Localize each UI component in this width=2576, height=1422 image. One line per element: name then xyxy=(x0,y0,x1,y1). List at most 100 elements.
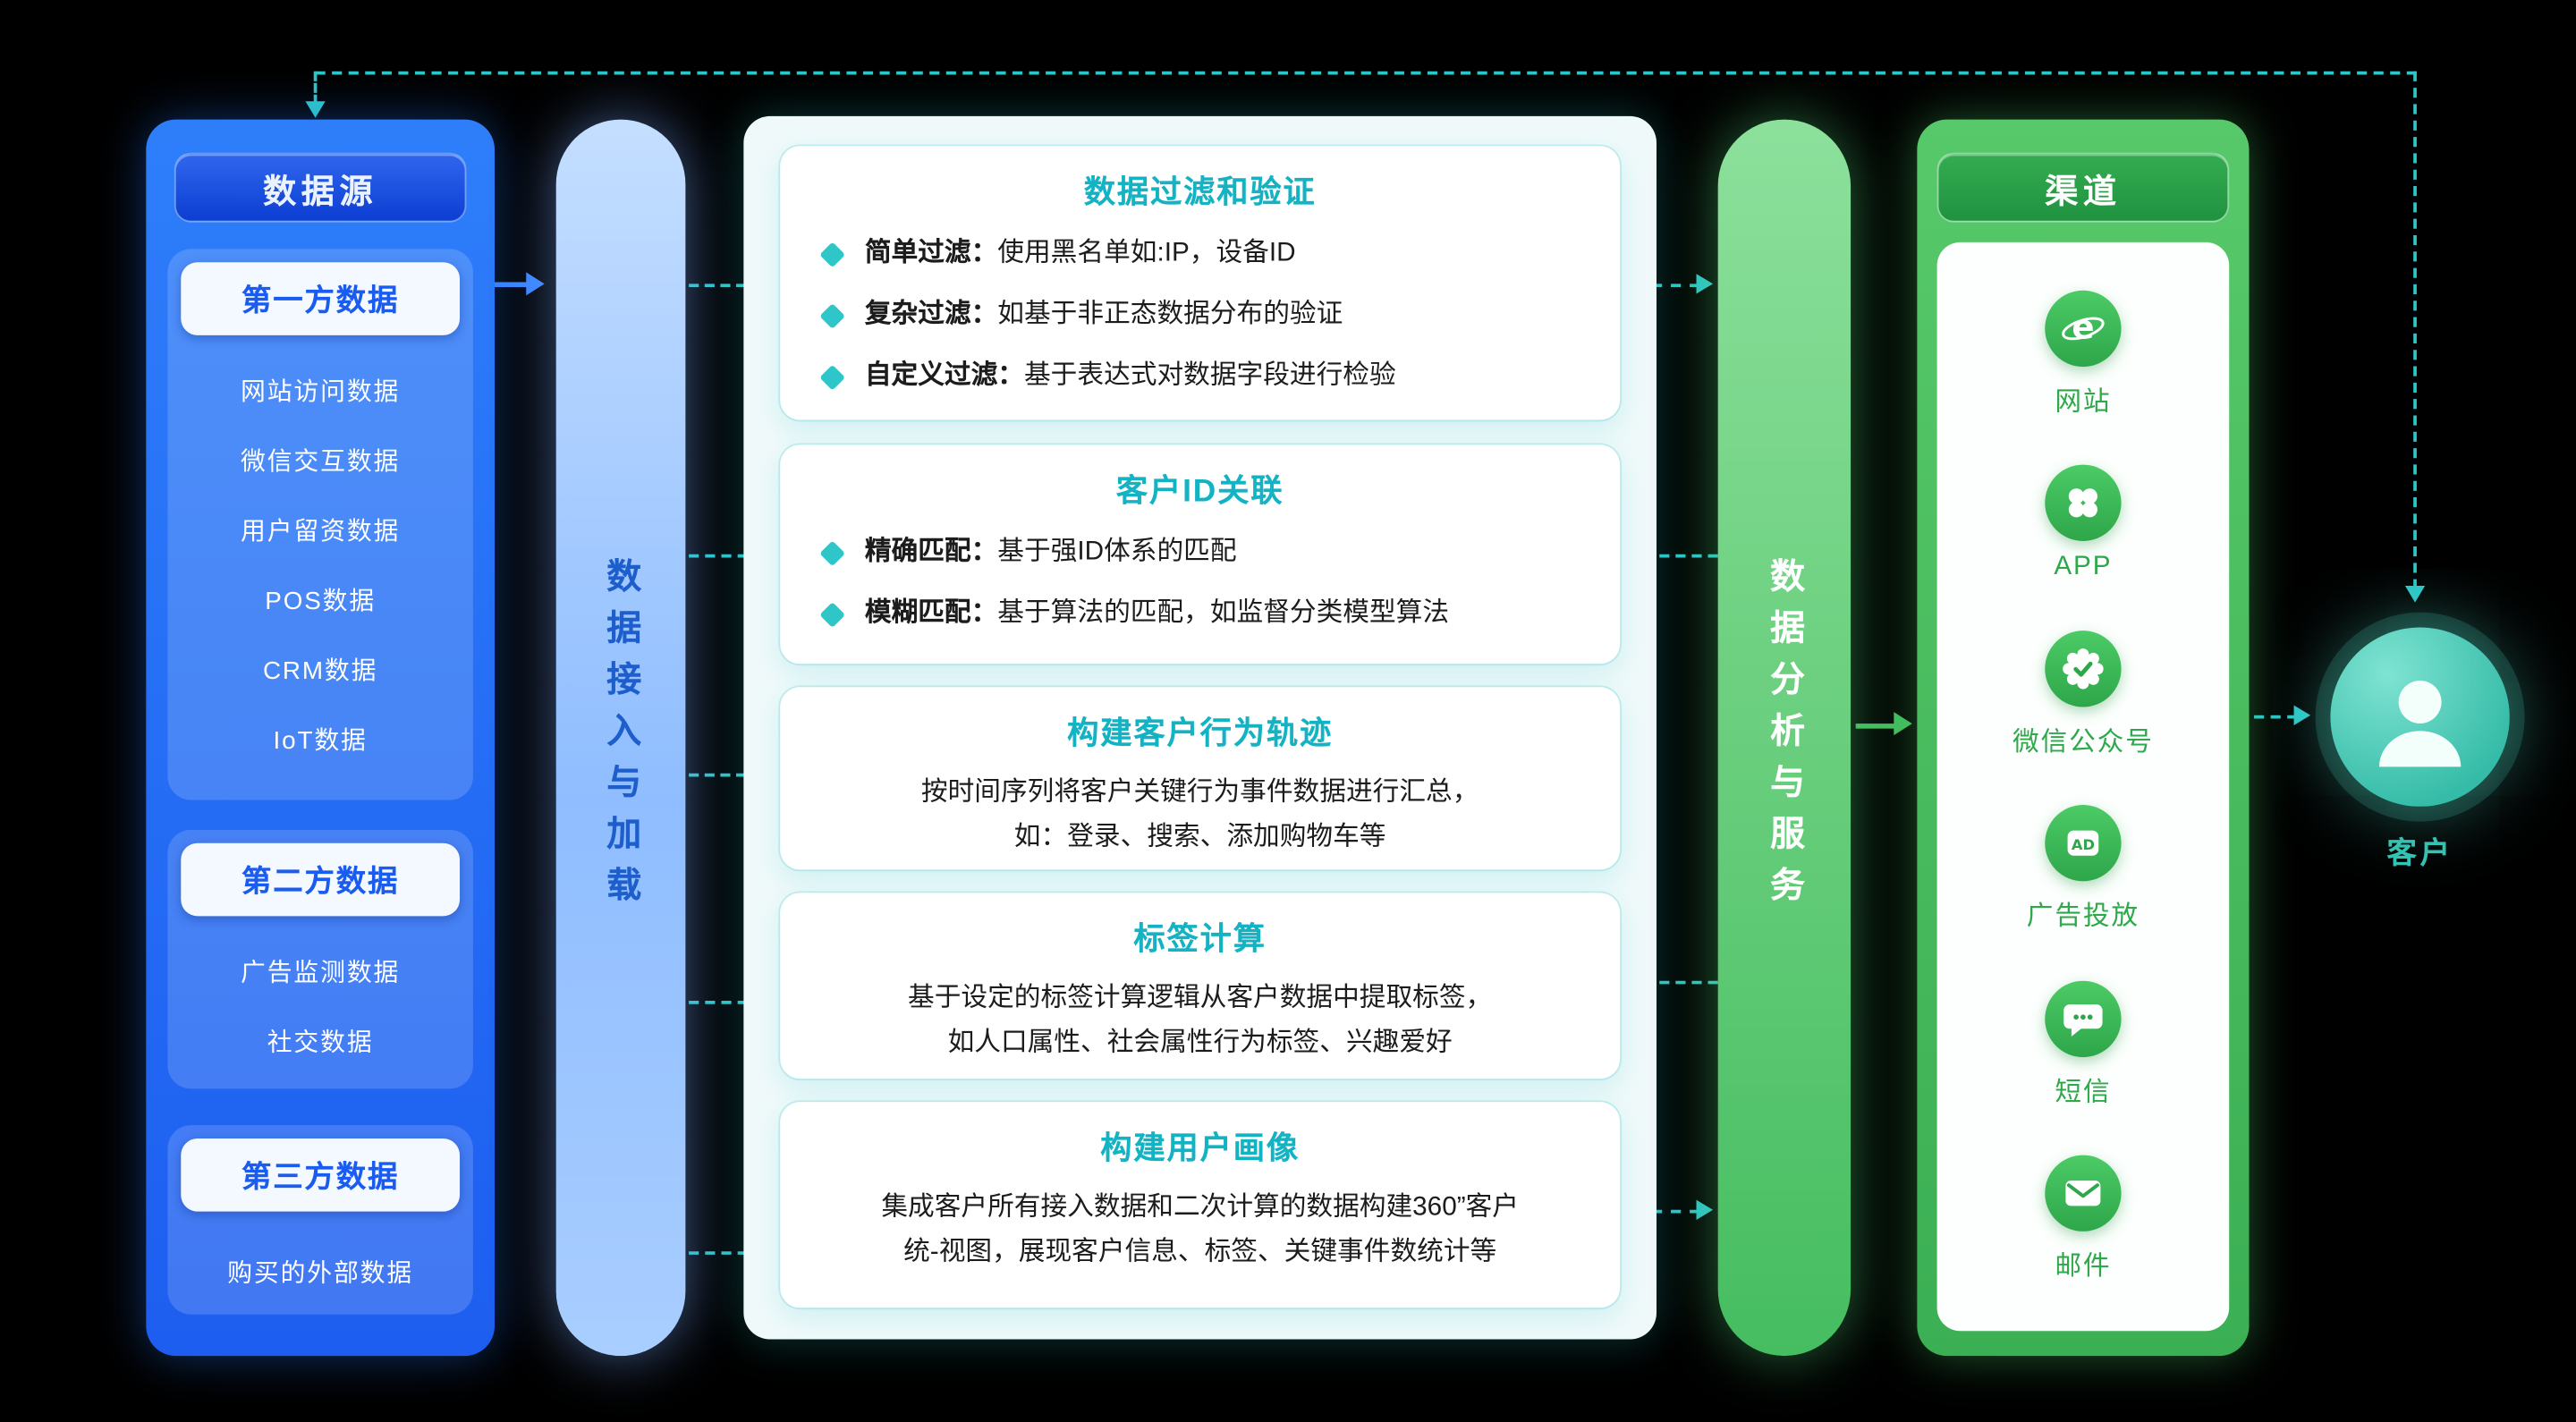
bullet-row: 简单过滤： 使用黑名单如:IP，设备ID xyxy=(819,234,1603,275)
customer-avatar xyxy=(2330,627,2510,807)
data-source-item-pos: POS数据 xyxy=(265,587,377,616)
channel-item-wechat-official: 微信公众号 xyxy=(2012,630,2154,758)
channel-label: 短信 xyxy=(2055,1078,2112,1107)
third-party-header: 第三方数据 xyxy=(181,1138,461,1212)
channel-label: 微信公众号 xyxy=(2012,728,2154,757)
data-source-item-ad-monitoring: 广告监测数据 xyxy=(241,959,401,988)
data-ingest-bar-label: 数据接入与加载 xyxy=(602,557,641,918)
bullet-label: 复杂过滤： xyxy=(864,300,998,329)
process-box-user-profile: 构建用户画像 集成客户所有接入数据和二次计算的数据构建360”客户 统-视图，展… xyxy=(780,1102,1621,1308)
app-grid-icon xyxy=(2045,464,2122,542)
diamond-bullet-icon xyxy=(819,241,846,267)
process-box-body: 基于设定的标签计算逻辑从客户数据中提取标签， 如人口属性、社会属性行为标签、兴趣… xyxy=(908,984,1493,1058)
bullet-label: 精确匹配： xyxy=(864,537,998,566)
bullet-row: 精确匹配： 基于强ID体系的匹配 xyxy=(819,533,1603,573)
channels-card: e 网站 APP xyxy=(1936,241,2230,1332)
first-party-header: 第一方数据 xyxy=(181,262,461,335)
customer-label: 客户 xyxy=(2386,836,2453,870)
feedback-loop-right-drop xyxy=(2413,71,2417,589)
ingest-to-behavior-line xyxy=(689,773,762,777)
ingest-to-profile-line xyxy=(689,1251,781,1255)
arrow-right-into-analysis-bar-icon xyxy=(1696,274,1714,294)
channel-label: 邮件 xyxy=(2055,1253,2112,1282)
channel-label: APP xyxy=(2054,553,2113,581)
data-analysis-bar: 数据分析与服务 xyxy=(1717,119,1852,1357)
data-sources-panel: 数据源 第一方数据 网站访问数据 微信交互数据 用户留资数据 POS数据 CRM… xyxy=(146,119,495,1357)
data-source-item-wechat: 微信交互数据 xyxy=(241,448,401,477)
channels-title-label: 渠道 xyxy=(2045,173,2122,210)
bullet-row: 复杂过滤： 如基于非正态数据分布的验证 xyxy=(819,295,1603,335)
first-party-to-ingest-line xyxy=(479,282,530,288)
arrow-right-into-customer-icon xyxy=(2293,705,2311,725)
data-source-item-purchased: 购买的外部数据 xyxy=(227,1259,414,1289)
bullet-row: 模糊匹配： 基于算法的匹配，如监督分类模型算法 xyxy=(819,594,1603,634)
arrow-down-into-customer-icon xyxy=(2404,586,2426,603)
process-box-id-match: 客户ID关联 精确匹配： 基于强ID体系的匹配 模糊匹配： 基于算法的匹配，如监… xyxy=(780,444,1621,664)
ingest-to-filter-line xyxy=(689,284,762,288)
channel-label: 广告投放 xyxy=(2026,902,2140,932)
profile-to-analysis-line xyxy=(1633,1209,1700,1214)
bullet-text: 如基于非正态数据分布的验证 xyxy=(997,300,1343,329)
person-icon xyxy=(2378,681,2462,767)
sms-icon xyxy=(2045,980,2122,1057)
diamond-bullet-icon xyxy=(819,601,846,628)
bullet-text: 使用黑名单如:IP，设备ID xyxy=(997,239,1296,267)
bullet-label: 简单过滤： xyxy=(864,239,998,267)
tag-to-ingest-line xyxy=(689,1000,781,1004)
data-source-item-social: 社交数据 xyxy=(267,1028,374,1058)
data-source-item-leads: 用户留资数据 xyxy=(241,517,401,546)
process-box-title: 标签计算 xyxy=(1133,922,1267,958)
data-sources-title-label: 数据源 xyxy=(263,173,378,210)
channel-label: 网站 xyxy=(2055,387,2112,416)
data-source-item-crm: CRM数据 xyxy=(262,656,378,686)
channel-item-email: 邮件 xyxy=(2045,1155,2122,1283)
process-box-title: 客户ID关联 xyxy=(1115,474,1284,510)
channel-item-website: e 网站 xyxy=(2045,289,2122,418)
process-box-title: 构建用户画像 xyxy=(1100,1131,1301,1167)
second-party-data-group: 第二方数据 广告监测数据 社交数据 xyxy=(167,829,473,1089)
data-source-item-iot: IoT数据 xyxy=(273,726,368,756)
process-box-behavior-track: 构建客户行为轨迹 按时间序列将客户关键行为事件数据进行汇总， 如：登录、搜索、添… xyxy=(780,687,1621,870)
browser-icon: e xyxy=(2045,289,2122,367)
first-party-data-group: 第一方数据 网站访问数据 微信交互数据 用户留资数据 POS数据 CRM数据 I… xyxy=(167,249,473,800)
process-box-body: 集成客户所有接入数据和二次计算的数据构建360”客户 统-视图，展现客户信息、标… xyxy=(881,1193,1519,1267)
process-box-tag-compute: 标签计算 基于设定的标签计算逻辑从客户数据中提取标签， 如人口属性、社会属性行为… xyxy=(780,893,1621,1079)
arrow-right-into-analysis-bar2-icon xyxy=(1696,1199,1714,1220)
diamond-bullet-icon xyxy=(819,302,846,329)
analysis-to-id-match-line xyxy=(1643,554,1718,558)
data-analysis-bar-label: 数据分析与服务 xyxy=(1766,557,1805,918)
ad-icon: AD xyxy=(2045,805,2122,882)
svg-text:e: e xyxy=(2072,308,2094,346)
arrow-right-into-ingest-bar-icon xyxy=(526,272,545,296)
channel-item-sms: 短信 xyxy=(2045,980,2122,1108)
arrow-right-into-channels-icon xyxy=(1894,712,1912,736)
svg-text:AD: AD xyxy=(2072,836,2095,853)
process-box-title: 构建客户行为轨迹 xyxy=(1067,716,1334,752)
process-box-body: 按时间序列将客户关键行为事件数据进行汇总， 如：登录、搜索、添加购物车等 xyxy=(920,778,1479,852)
bullet-label: 自定义过滤： xyxy=(864,361,1024,391)
id-match-to-ingest-line xyxy=(689,554,781,558)
mail-icon xyxy=(2045,1155,2122,1232)
process-box-title: 数据过滤和验证 xyxy=(1083,175,1317,211)
analysis-to-tag-line xyxy=(1643,980,1718,985)
bullet-text: 基于算法的匹配，如监督分类模型算法 xyxy=(997,598,1450,628)
processing-panel: 数据过滤和验证 简单过滤： 使用黑名单如:IP，设备ID 复杂过滤： 如基于非正… xyxy=(743,115,1657,1340)
third-party-data-group: 第三方数据 购买的外部数据 xyxy=(167,1125,473,1315)
second-party-header: 第二方数据 xyxy=(181,842,461,917)
filter-to-analysis-line xyxy=(1633,284,1700,288)
channel-item-app: APP xyxy=(2045,464,2122,583)
diamond-bullet-icon xyxy=(819,363,846,390)
diamond-bullet-icon xyxy=(819,539,846,566)
bullet-row: 自定义过滤： 基于表达式对数据字段进行检验 xyxy=(819,357,1603,397)
data-sources-title: 数据源 xyxy=(174,152,467,223)
data-source-item-website: 网站访问数据 xyxy=(241,378,401,407)
data-ingest-bar: 数据接入与加载 xyxy=(555,119,686,1357)
bullet-label: 模糊匹配： xyxy=(864,598,998,628)
wechat-official-icon xyxy=(2045,630,2122,707)
bullet-text: 基于表达式对数据字段进行检验 xyxy=(1023,361,1396,391)
channels-to-customer-line xyxy=(2254,715,2298,719)
feedback-loop-top-line xyxy=(315,71,2417,75)
analysis-to-channels-line xyxy=(1855,724,1898,729)
bullet-text: 基于强ID体系的匹配 xyxy=(997,537,1237,566)
